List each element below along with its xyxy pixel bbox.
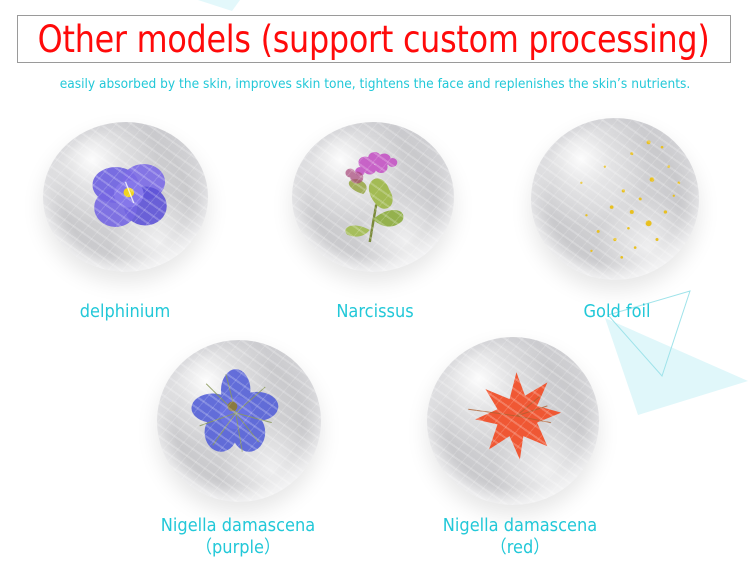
page-subtitle: easily absorbed by the skin, improves sk…	[59, 77, 691, 92]
title-box: Other models (support custom processing)	[17, 15, 731, 63]
page-title: Other models (support custom processing)	[38, 17, 710, 61]
top-triangle-fragment	[198, 0, 240, 11]
product-label-delphinium: delphinium	[79, 301, 171, 322]
product-label-nigella-purple-variant: （purple）	[195, 537, 281, 558]
product-label-nigella-red-variant: （red）	[490, 537, 550, 558]
product-label-narcissus: Narcissus	[336, 301, 414, 322]
product-label-nigella-red-name: Nigella damascena	[442, 515, 598, 536]
product-label-gold-foil: Gold foil	[583, 301, 651, 322]
product-label-nigella-purple-name: Nigella damascena	[160, 515, 316, 536]
product-image-nigella-purple	[157, 340, 321, 502]
product-image-nigella-red	[427, 337, 599, 505]
filled-triangle	[605, 318, 748, 415]
product-image-narcissus	[292, 122, 454, 272]
product-image-delphinium	[43, 122, 208, 272]
product-image-gold-foil	[531, 118, 699, 280]
